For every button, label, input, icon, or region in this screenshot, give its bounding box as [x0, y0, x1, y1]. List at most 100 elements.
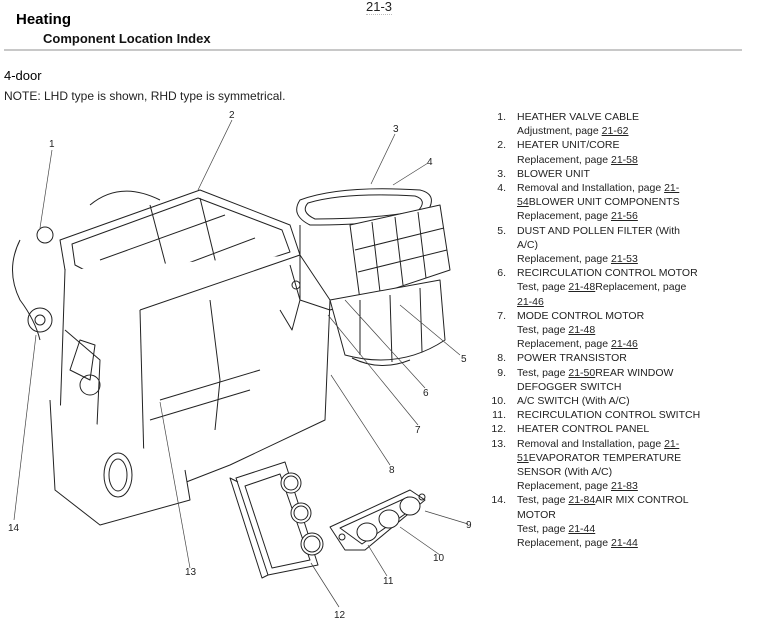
page-link[interactable]: 21-48	[568, 324, 596, 337]
item-line: HEATHER VALVE CABLE	[517, 110, 718, 124]
item-line: BLOWER UNIT	[517, 167, 718, 181]
item-number: 5.	[497, 224, 506, 237]
item-text: REAR WINDOW	[595, 366, 674, 379]
item-line: MOTOR	[517, 508, 718, 522]
page-link[interactable]: 21-44	[568, 522, 596, 535]
item-text: Removal and Installation, page	[517, 437, 665, 450]
item-line: Removal and Installation, page 21-	[517, 437, 718, 451]
item-line: A/C SWITCH (With A/C)	[517, 394, 718, 408]
variant-heading: 4-door	[4, 68, 42, 83]
item-text: BLOWER UNIT COMPONENTS	[528, 196, 680, 209]
page-link[interactable]: 21-44	[610, 537, 638, 550]
blower-unit-illustration	[279, 188, 451, 366]
item-text: EVAPORATOR TEMPERATURE	[528, 451, 682, 464]
callout-9: 9	[466, 520, 472, 531]
item-text: Adjustment, page	[517, 125, 602, 138]
callout-4: 4	[427, 157, 433, 168]
page-link[interactable]: 21-46	[610, 338, 638, 351]
item-text: AIR MIX CONTROL	[595, 494, 689, 507]
page-link[interactable]: 21-58	[610, 153, 638, 166]
callout-11: 11	[383, 576, 394, 587]
item-line: Test, page 21-50REAR WINDOW	[517, 366, 718, 380]
parts-list-item: 8.POWER TRANSISTOR	[488, 351, 718, 365]
item-text: Removal and Installation, page	[517, 182, 665, 195]
parts-list: 1. HEATHER VALVE CABLE Adjustment, page 21…	[488, 110, 718, 550]
switch-cluster-illustration	[329, 489, 426, 551]
item-number: 13.	[491, 437, 506, 450]
item-text: Test, page	[517, 324, 569, 337]
item-text: A/C)	[517, 238, 538, 251]
parts-list-item: 11. RECIRCULATION CONTROL SWITCH	[488, 408, 718, 422]
item-line: DUST AND POLLEN FILTER (With	[517, 224, 718, 238]
item-line: Replacement, page 21-56	[517, 209, 718, 223]
item-line: Test, page 21-48Replacement, page	[517, 280, 718, 294]
item-line: RECIRCULATION CONTROL SWITCH	[517, 408, 718, 422]
page-link[interactable]: 21-	[664, 437, 680, 450]
item-text: MOTOR	[517, 508, 556, 521]
item-number: 14.	[491, 494, 506, 507]
callout-7: 7	[415, 425, 421, 436]
parts-list-item: 12. HEATER CONTROL PANEL	[488, 422, 718, 436]
section-title: Heating	[16, 11, 72, 28]
page-number: 21-3	[366, 0, 393, 15]
header-divider	[4, 49, 742, 51]
page-link[interactable]: 21-84	[568, 494, 596, 507]
item-number: 12.	[491, 423, 506, 436]
item-line: 51EVAPORATOR TEMPERATURE	[517, 451, 718, 465]
item-number: 7.	[497, 309, 506, 322]
callout-14: 14	[8, 523, 20, 534]
item-number: 4.	[497, 182, 506, 195]
item-line: HEATER CONTROL PANEL	[517, 422, 718, 436]
item-text: SENSOR (With A/C)	[517, 466, 613, 479]
page-link[interactable]: 21-50	[568, 366, 596, 379]
item-text: A/C SWITCH (With A/C)	[517, 395, 630, 408]
item-text: HEATER UNIT/CORE	[517, 139, 620, 152]
item-line: 54BLOWER UNIT COMPONENTS	[517, 195, 718, 209]
item-text: MODE CONTROL MOTOR	[517, 309, 645, 322]
item-text: Replacement, page	[517, 153, 611, 166]
item-line: Test, page 21-44	[517, 522, 718, 536]
callout-12: 12	[334, 610, 346, 621]
page-link[interactable]: 51	[517, 451, 529, 464]
item-line: MODE CONTROL MOTOR	[517, 309, 718, 323]
item-line: Replacement, page 21-46	[517, 337, 718, 351]
item-text: Replacement, page	[517, 480, 611, 493]
parts-list-item: 3. BLOWER UNIT	[488, 167, 718, 181]
item-text: HEATHER VALVE CABLE	[517, 111, 639, 123]
page-link[interactable]: 21-46	[517, 295, 544, 308]
note-text: NOTE: LHD type is shown, RHD type is sym…	[4, 89, 286, 103]
item-number: 1.	[497, 111, 506, 123]
heater-unit-illustration	[12, 189, 331, 526]
parts-list-item: 13.Removal and Installation, page 21-51E…	[488, 437, 718, 494]
heater-control-panel-illustration	[229, 461, 324, 579]
component-location-diagram: 1 2 3 4 5 6 7 8 9 10 11 12 13 14	[8, 110, 472, 621]
item-text: Replacement, page	[595, 281, 687, 294]
page-link[interactable]: 21-	[664, 182, 680, 195]
page-link[interactable]: 54	[517, 196, 529, 209]
item-line: HEATER UNIT/CORE	[517, 138, 718, 152]
section-subtitle: Component Location Index	[43, 31, 211, 46]
page-link[interactable]: 21-53	[610, 253, 638, 266]
page-link[interactable]: 21-48	[568, 281, 596, 294]
item-line: 21-46	[517, 295, 718, 309]
page-link[interactable]: 21-62	[601, 125, 629, 138]
item-number: 9.	[497, 366, 506, 379]
item-number: 11.	[492, 409, 506, 422]
callout-2: 2	[229, 110, 235, 121]
item-text: DUST AND POLLEN FILTER (With	[517, 224, 680, 237]
item-number: 2.	[497, 139, 506, 152]
item-text: HEATER CONTROL PANEL	[517, 423, 650, 436]
parts-list-item: 1. HEATHER VALVE CABLE Adjustment, page 21…	[488, 110, 718, 138]
item-line: Test, page 21-48	[517, 323, 718, 337]
callout-1: 1	[49, 139, 55, 150]
item-number: 3.	[497, 167, 506, 180]
page-link[interactable]: 21-83	[610, 480, 638, 493]
item-text: DEFOGGER SWITCH	[517, 380, 622, 393]
callout-13: 13	[185, 567, 197, 578]
page-link[interactable]: 21-56	[610, 210, 638, 223]
item-line: A/C)	[517, 238, 718, 252]
